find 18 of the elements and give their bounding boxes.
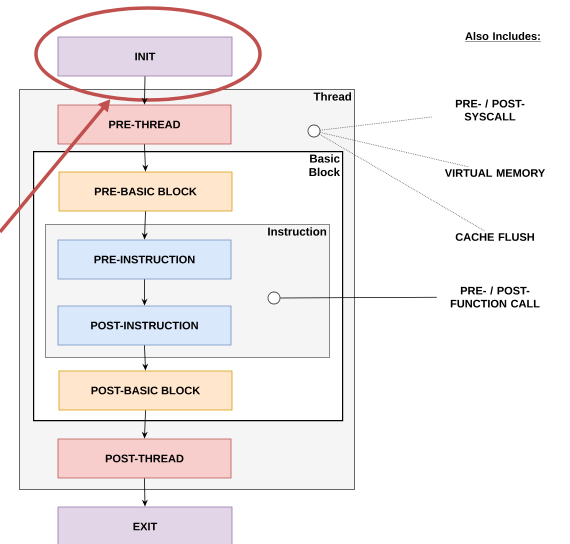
feature-label: PRE- / POST- SYSCALL <box>456 99 524 121</box>
process-box: POST-BASIC BLOCK <box>58 370 232 410</box>
feature-label: CACHE FLUSH <box>456 233 534 241</box>
process-box: POST-THREAD <box>58 438 232 478</box>
leader-line <box>280 296 438 298</box>
process-box: PRE-THREAD <box>58 104 232 144</box>
highlight-ellipse <box>34 6 262 102</box>
process-box: PRE-INSTRUCTION <box>58 240 232 280</box>
leader-line <box>319 134 485 232</box>
heading-label: Also Includes: <box>464 32 541 42</box>
leader-line <box>320 132 470 168</box>
process-box: POST-INSTRUCTION <box>58 306 232 346</box>
process-box: INIT <box>58 36 232 76</box>
process-box: PRE-BASIC BLOCK <box>58 172 232 212</box>
feature-label: PRE- / POST- FUNCTION CALL <box>450 286 540 308</box>
feature-label: VIRTUAL MEMORY <box>444 169 546 177</box>
leader-line <box>320 116 432 131</box>
process-box: EXIT <box>58 506 232 544</box>
